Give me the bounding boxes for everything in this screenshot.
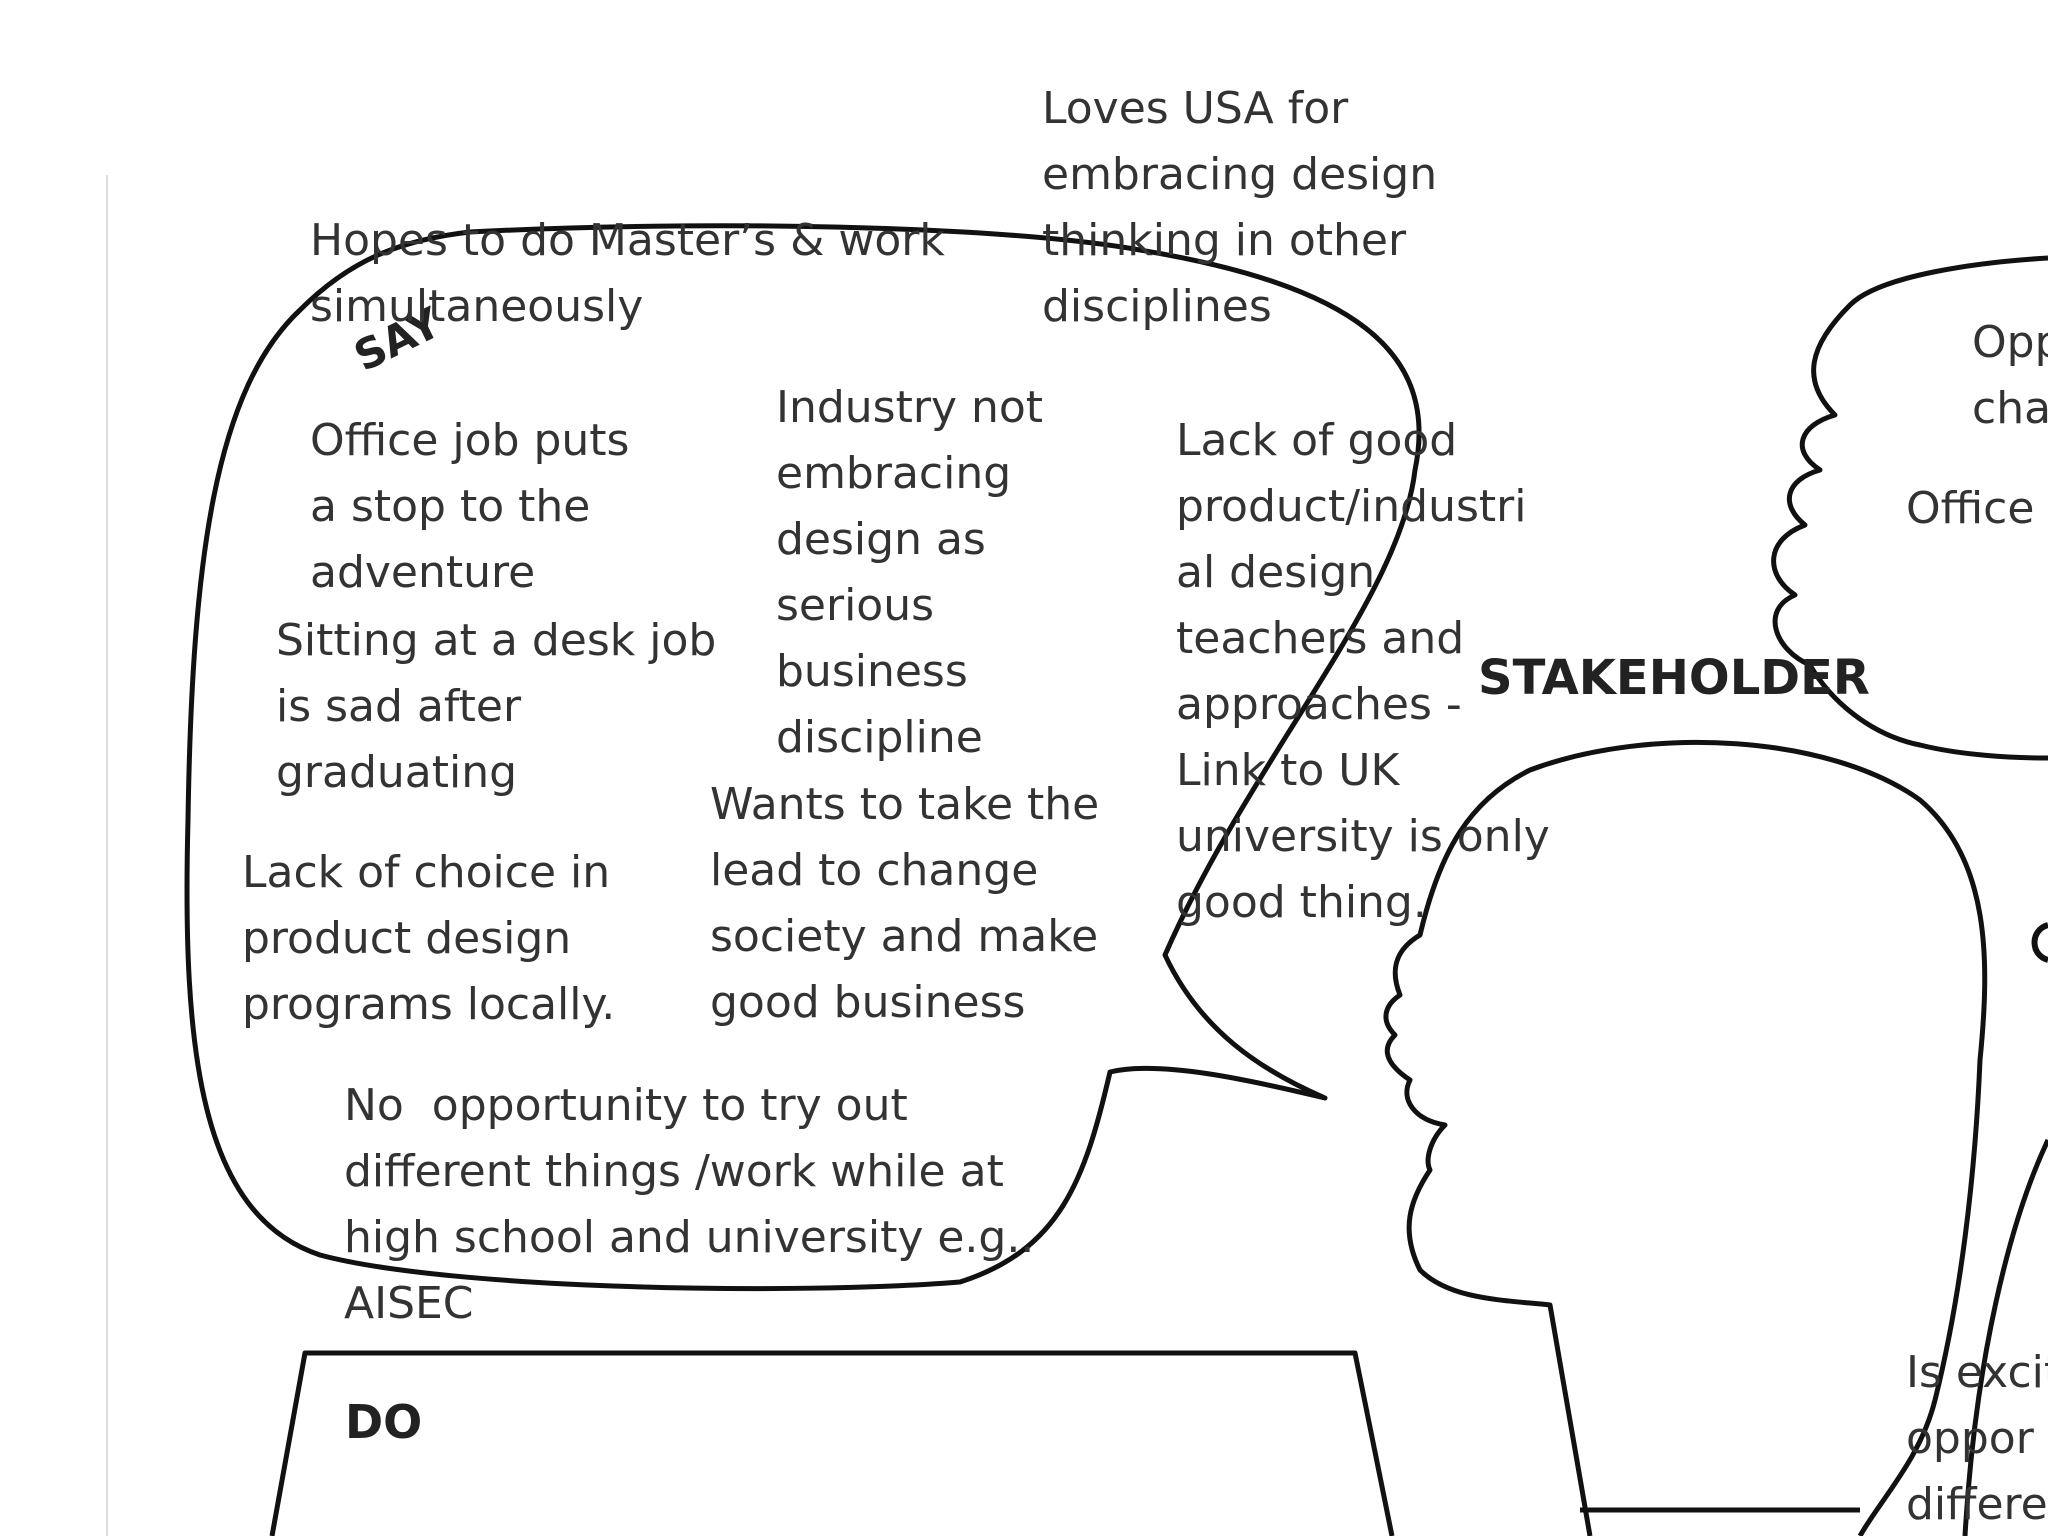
feel-partial-heading-glyph <box>2035 925 2048 960</box>
do-box-outline <box>272 1353 1392 1536</box>
note-loves-usa: Loves USA for embracing design thinking … <box>1042 76 1437 340</box>
note-feel-excited-partial: Is excit oppor differe <box>1906 1340 2048 1538</box>
note-lack-choice: Lack of choice in product design program… <box>242 840 615 1038</box>
note-think-office-partial: Office <box>1906 476 2034 542</box>
do-heading: DO <box>345 1395 422 1449</box>
note-industry-not-embracing: Industry not embracing design as serious… <box>776 375 1043 771</box>
note-office-job-stop: Office job puts a stop to the adventure <box>310 408 629 606</box>
note-think-opp-partial: Opp cha <box>1972 310 2048 442</box>
note-hopes-masters: Hopes to do Master’s & work simultaneous… <box>310 208 945 340</box>
note-lack-good-design: Lack of good product/industri al design … <box>1176 408 1550 936</box>
note-wants-lead: Wants to take the lead to change society… <box>710 772 1099 1036</box>
note-sitting-desk: Sitting at a desk job is sad after gradu… <box>276 608 716 806</box>
note-no-opportunity: No opportunity to try out different thin… <box>344 1073 1034 1337</box>
